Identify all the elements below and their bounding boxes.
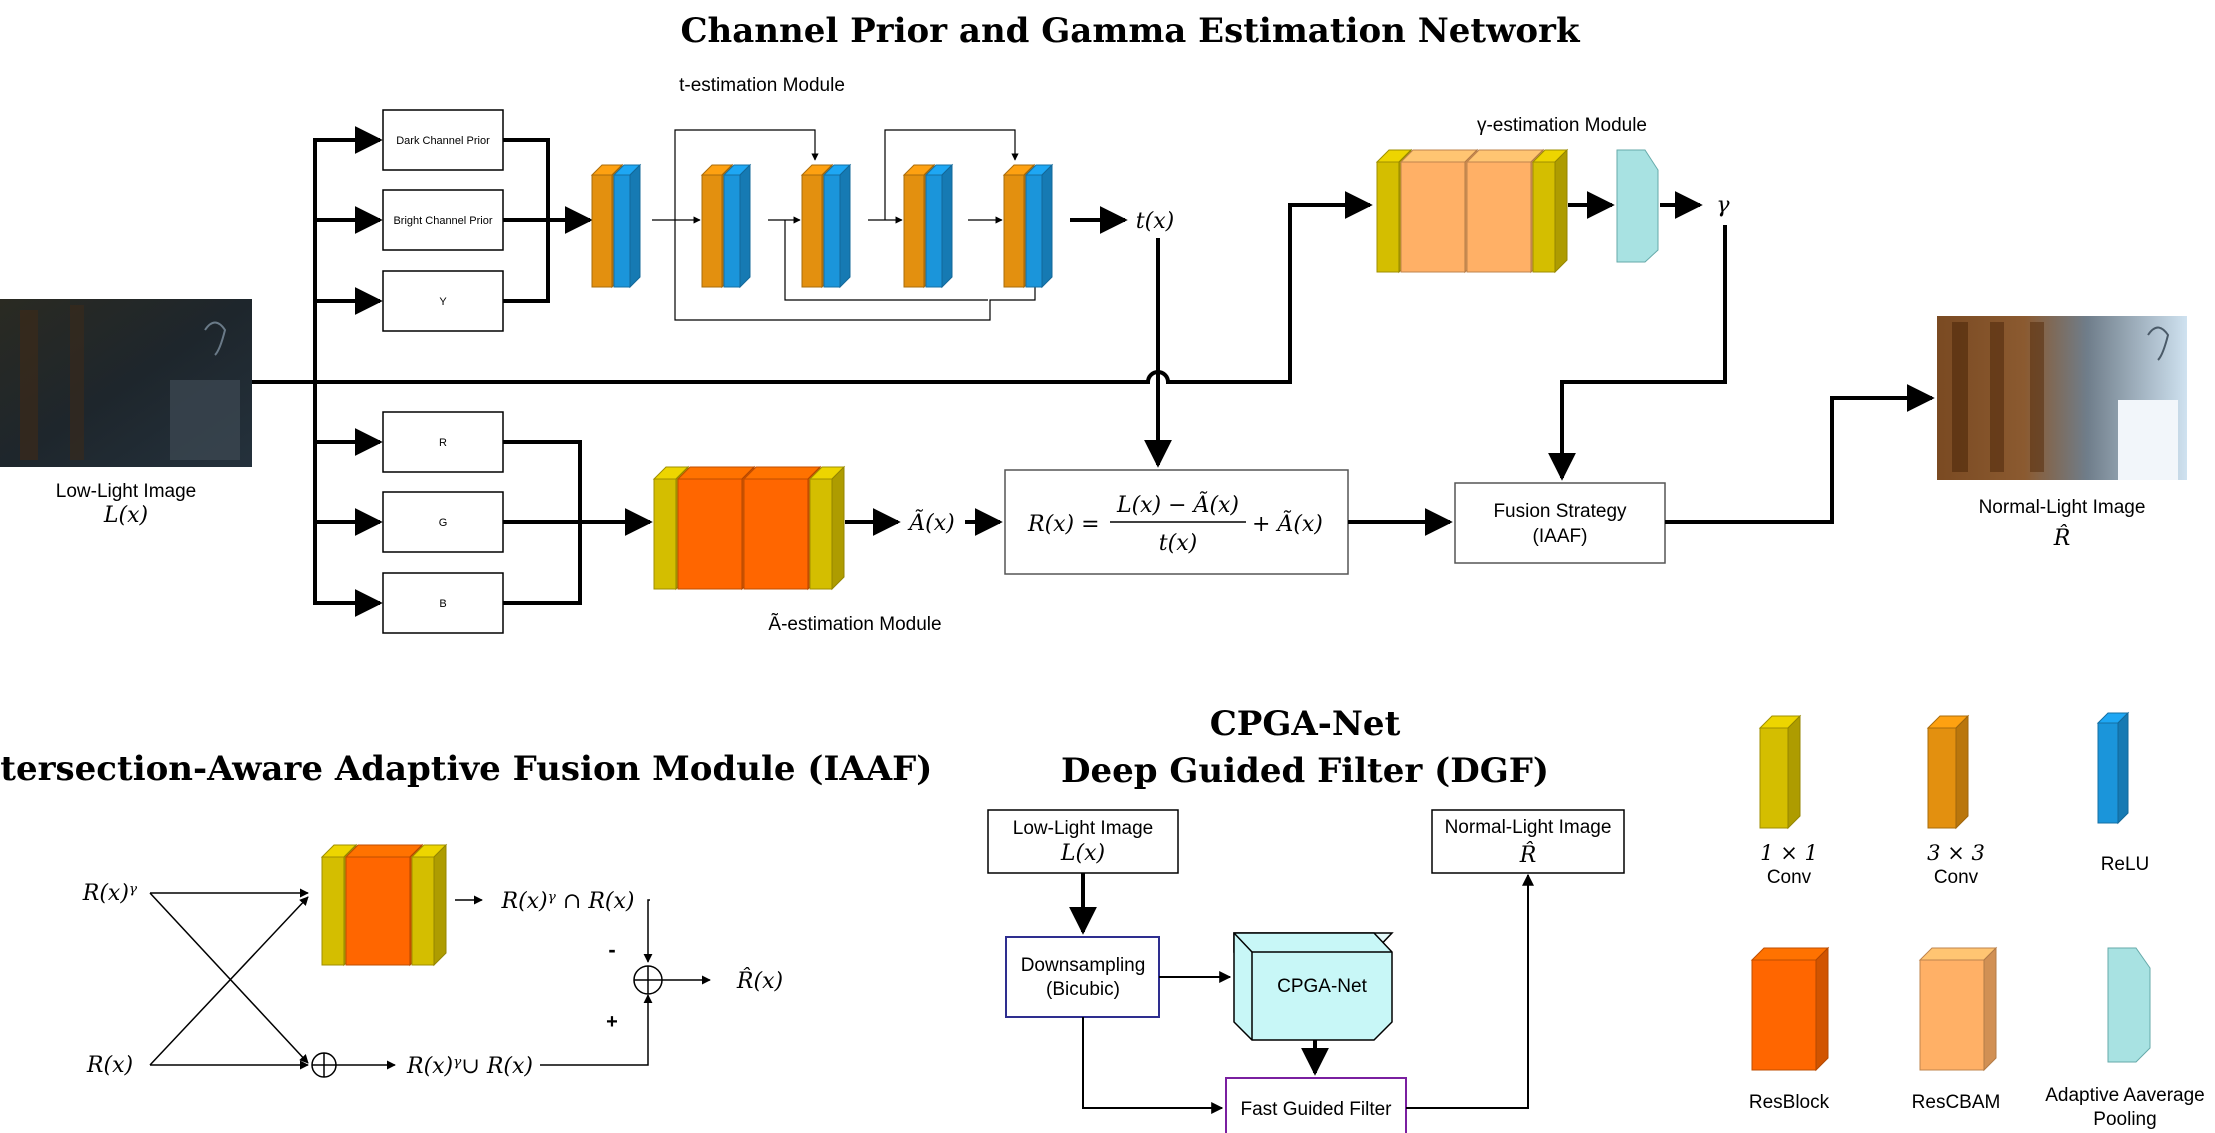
t-relu-block-1 [612,163,642,289]
legend-conv3-size: 3 × 3 [1927,841,1985,865]
dark-channel-prior-label: Dark Channel Prior [396,135,490,147]
b-channel-box [382,572,504,634]
gamma-rescbam-block-1 [1399,148,1479,274]
iaaf-union-to-sum [540,994,653,1066]
dgf-filter-to-output [1406,873,1534,1109]
t-estimation-blocks [590,163,1054,289]
fusion-label-line1: Fusion Strategy [1493,501,1627,522]
dgf-filter-label: Fast Guided Filter [1241,1099,1393,1120]
iaaf-intersection-label: R(x)ᵞ ∩ R(x) [501,889,635,914]
low-light-image [0,299,252,467]
pooling-block [1616,149,1659,263]
equation-lhs: R(x) = [1027,512,1100,537]
dgf-downsample-line1: Downsampling [1021,955,1146,976]
legend-relu-block [2096,711,2130,825]
input-branch-lines [252,126,1373,617]
dgf-downsample-box [1005,936,1160,1018]
iaaf-conv1x1-block-2 [410,843,448,967]
input-image-label: Low-Light Image [56,481,196,502]
legend-rescbam-label: ResCBAM [1912,1092,2001,1113]
gamma-conv1x1-block-2 [1531,148,1569,274]
gamma-rescbam-block-2 [1465,148,1545,274]
gamma-estimation-blocks [1375,148,1569,274]
legend-pooling-label-line1: Adaptive Aaverage [2045,1085,2205,1106]
b-channel-label: B [439,598,446,610]
equation-numerator: L(x) − Ã(x) [1116,490,1239,518]
iaaf-union-circle [311,1052,337,1078]
a-estimation-blocks [652,465,846,591]
gamma-to-fusion-line [1548,225,1727,481]
iaaf-input-r: R(x) [86,1053,133,1078]
equation-denominator: t(x) [1159,531,1197,556]
input-image-math: L(x) [103,503,148,528]
legend-pooling-label-line2: Pooling [2093,1109,2156,1130]
main-title: Channel Prior and Gamma Estimation Netwo… [680,11,1581,51]
legend-resblock-label: ResBlock [1749,1092,1830,1113]
legend-conv1x1-block [1758,714,1802,830]
dgf-downsample-to-filter [1082,1017,1224,1114]
dgf-downsample-line2: (Bicubic) [1046,979,1120,1000]
dgf-input-box [987,809,1179,874]
g-channel-label: G [439,517,448,529]
fusion-label-line2: (IAAF) [1533,526,1588,547]
iaaf-input-gamma: R(x)ᵞ [82,881,138,906]
iaaf-output-label: R̂(x) [736,968,783,994]
y-channel-label: Y [439,296,447,308]
t-relu-block-5 [1024,163,1054,289]
gamma-module-label: γ-estimation Module [1477,115,1647,136]
t-output-label: t(x) [1136,209,1174,234]
output-image-math: R̂ [2053,525,2071,551]
iaaf-sum-circle [633,965,663,995]
legend-blocks [1750,711,2130,1072]
fusion-to-output-line [1665,384,1935,524]
dgf-input-label: Low-Light Image [1013,818,1153,839]
legend-conv3-label: Conv [1934,867,1979,888]
y-channel-box [382,270,504,332]
fusion-box [1454,482,1666,564]
a-resblock-block-1 [676,465,756,591]
prior-boxes: Dark Channel Prior Bright Channel Prior … [382,109,504,634]
a-output-label: Ã(x) [907,508,954,536]
iaaf-cross-lines [149,888,309,1070]
legend-conv1-label: Conv [1767,867,1812,888]
t-module-label: t-estimation Module [679,75,845,96]
t-relu-block-2 [722,163,752,289]
iaaf-title: Intersection-Aware Adaptive Fusion Modul… [0,749,932,789]
iaaf-union-label: R(x)ᵞ∪ R(x) [406,1054,533,1079]
iaaf-blocks [320,843,448,967]
legend-pooling-block [2107,947,2151,1063]
a-resblock-block-2 [742,465,822,591]
dgf-output-math: R̂ [1519,842,1537,868]
legend-rescbam-block [1918,946,1998,1072]
t-relu-block-4 [924,163,954,289]
dgf-title-line2: Deep Guided Filter (DGF) [1061,751,1549,791]
iaaf-minus-sign: - [608,937,615,962]
legend-resblock-block [1750,946,1830,1072]
dgf-cpga-net-box [1233,932,1394,1041]
legend-conv3x3-block [1926,714,1970,830]
equation-rhs: + Ã(x) [1252,509,1323,537]
t-relu-block-3 [822,163,852,289]
dgf-title-line1: CPGA-Net [1210,704,1401,744]
normal-light-image [1937,316,2187,480]
a-conv1x1-block-2 [808,465,846,591]
dgf-output-box [1431,809,1625,874]
dgf-output-label: Normal-Light Image [1445,817,1612,838]
iaaf-plus-sign: + [606,1011,618,1033]
iaaf-intersection-to-sum [643,899,653,963]
t-skip-connections [674,129,1039,321]
prior-merge-lines [503,138,653,605]
gamma-output-label: γ [1716,193,1730,218]
legend-conv1-size: 1 × 1 [1760,841,1818,865]
bright-channel-prior-label: Bright Channel Prior [393,215,492,227]
dgf-input-math: L(x) [1060,841,1105,866]
iaaf-resblock-block [344,843,424,967]
dgf-cpga-net-label: CPGA-Net [1277,976,1367,997]
output-image-label: Normal-Light Image [1979,497,2146,518]
a-module-label: Ã-estimation Module [768,613,941,635]
legend-relu-label: ReLU [2101,854,2150,875]
r-channel-label: R [439,437,447,449]
